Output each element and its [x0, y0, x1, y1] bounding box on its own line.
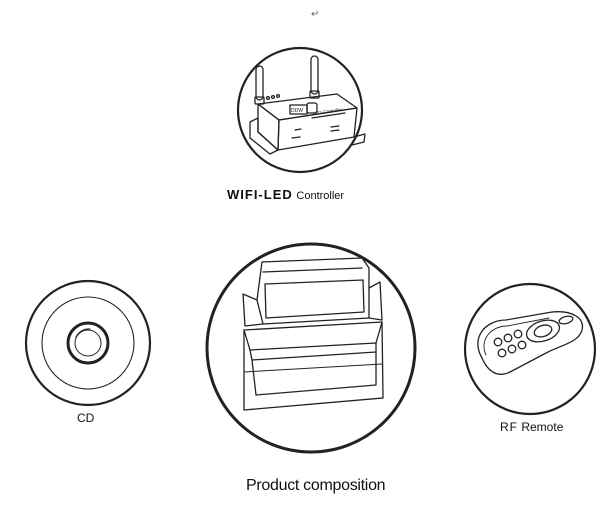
remote-label: RF Remote: [500, 421, 563, 433]
cd-label: CD: [77, 411, 95, 425]
page-title: Product composition: [246, 477, 386, 494]
controller-badge-text: DDW: [291, 108, 303, 114]
controller-name-text: LED Controller: [312, 107, 342, 116]
return-mark: ↵: [311, 9, 320, 20]
controller-label: WIFI-LED Controller: [227, 188, 344, 202]
remote-label-part1: RF: [500, 420, 518, 434]
cd-disc-icon: [24, 279, 152, 407]
controller-label-part1: WIFI-LED: [227, 187, 293, 202]
packaging-box-icon: [205, 242, 417, 454]
wifi-led-controller-icon: [236, 46, 366, 174]
remote-label-part2: Remote: [521, 420, 564, 434]
rf-remote-icon: [463, 282, 597, 416]
controller-label-part2: Controller: [296, 190, 345, 202]
